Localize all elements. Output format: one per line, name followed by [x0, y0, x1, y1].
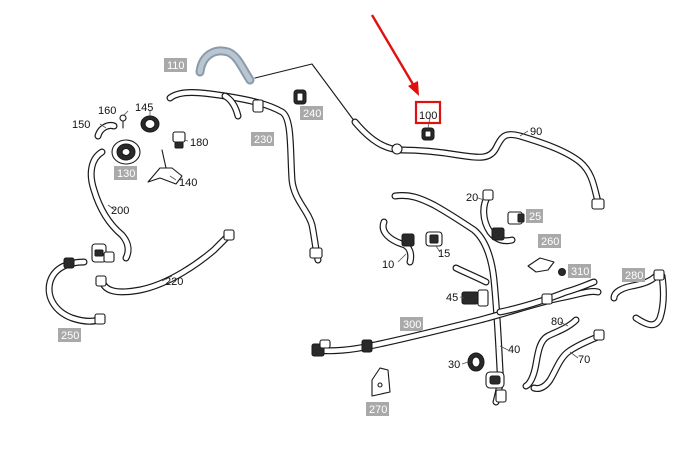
- lower-pump-assembly: [485, 371, 507, 403]
- part-150-hose-clip: [94, 122, 118, 140]
- label-45: 45: [446, 292, 458, 304]
- part-260-bracket: [527, 257, 555, 273]
- label-40: 40: [508, 344, 520, 356]
- label-10: 10: [382, 259, 394, 271]
- svg-text:300: 300: [403, 319, 421, 331]
- tag-270: 270: [366, 402, 389, 416]
- part-270-bracket: [371, 367, 391, 397]
- svg-text:270: 270: [369, 404, 387, 416]
- tag-labels: 110 240 230 130 250 25 260 310: [58, 58, 645, 416]
- label-160: 160: [98, 105, 116, 117]
- routing-line: [254, 63, 356, 123]
- part-10-hose: [379, 218, 415, 266]
- highlight-box: [414, 100, 442, 125]
- svg-text:240: 240: [303, 108, 321, 120]
- label-70: 70: [578, 354, 590, 366]
- part-180-valve: [172, 131, 186, 149]
- label-150: 150: [72, 119, 90, 131]
- tag-25: 25: [526, 209, 543, 223]
- svg-text:250: 250: [61, 330, 79, 342]
- svg-text:25: 25: [529, 211, 541, 223]
- label-220: 220: [165, 276, 183, 288]
- label-20: 20: [466, 192, 478, 204]
- part-110-hose: [195, 46, 255, 85]
- highlight-arrow-head: [408, 81, 419, 96]
- part-160-bolt: [119, 114, 127, 129]
- label-80: 80: [551, 316, 563, 328]
- part-220-hose: [95, 229, 235, 296]
- tag-230: 230: [251, 132, 274, 146]
- part-230-hose: [166, 89, 323, 264]
- label-140: 140: [179, 177, 197, 189]
- label-30: 30: [448, 359, 460, 371]
- label-100: 100: [419, 110, 437, 122]
- part-70-hose: [530, 329, 605, 392]
- tag-300: 300: [400, 317, 423, 331]
- tag-310: 310: [568, 264, 591, 278]
- tag-110: 110: [164, 58, 187, 72]
- part-140-bracket: [147, 149, 183, 185]
- part-310-clip: [558, 268, 566, 276]
- part-80-hose: [522, 316, 580, 390]
- svg-text:110: 110: [167, 60, 185, 72]
- part-90-hose: [351, 118, 605, 210]
- part-45-thermostat: [452, 264, 490, 307]
- tag-130: 130: [114, 166, 137, 180]
- svg-text:260: 260: [541, 236, 559, 248]
- part-30-ring: [467, 352, 485, 372]
- tag-250: 250: [58, 328, 81, 342]
- part-25-connector: [507, 211, 525, 225]
- label-200: 200: [111, 205, 129, 217]
- part-15-connector: [425, 231, 443, 247]
- part-280-hose: [610, 269, 667, 329]
- part-200-hose: [87, 148, 132, 262]
- highlight-arrow: [370, 14, 416, 87]
- svg-text:310: 310: [571, 266, 589, 278]
- label-180: 180: [190, 137, 208, 149]
- leader-lines: [99, 110, 579, 365]
- part-100-connector: [421, 127, 435, 141]
- plain-labels: 160 145 150 180 140 200 220 90 20 10 15 …: [72, 102, 590, 371]
- tag-280: 280: [622, 268, 645, 282]
- label-15: 15: [438, 248, 450, 260]
- part-300-hose: [311, 278, 602, 357]
- highlight-part-100: [370, 14, 442, 125]
- svg-text:130: 130: [117, 168, 135, 180]
- tag-240: 240: [300, 106, 323, 120]
- label-90: 90: [530, 126, 542, 138]
- part-240-connector: [293, 89, 307, 105]
- tag-260: 260: [538, 234, 561, 248]
- part-145-seal-ring: [140, 115, 160, 133]
- svg-text:280: 280: [625, 270, 643, 282]
- part-20-hose: [480, 189, 516, 245]
- pump-valve: [91, 243, 115, 263]
- part-250-hose: [45, 257, 106, 325]
- svg-text:230: 230: [254, 134, 272, 146]
- part-130-reservoir: [111, 139, 141, 165]
- label-145: 145: [135, 102, 153, 114]
